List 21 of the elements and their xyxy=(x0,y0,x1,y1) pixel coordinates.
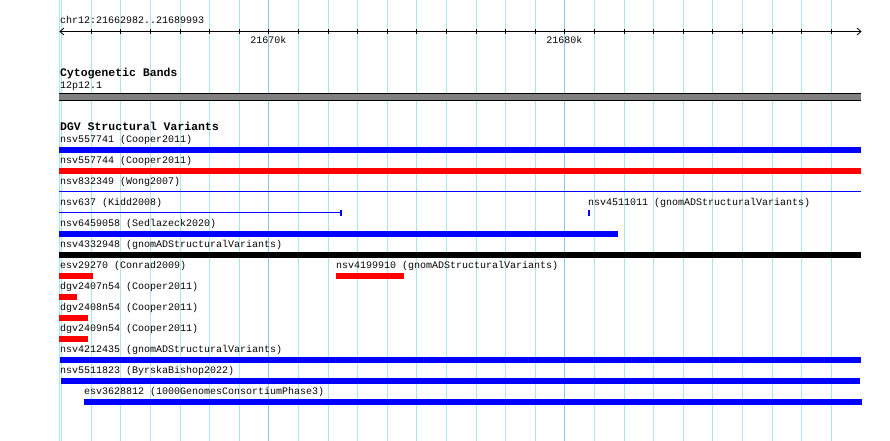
feature-label: nsv557744 (Cooper2011) xyxy=(60,156,192,167)
track-title: DGV Structural Variants xyxy=(60,121,219,134)
feature-label: esv3628812 (1000GenomesConsortiumPhase3) xyxy=(84,387,324,398)
feature-label: nsv4511011 (gnomADStructuralVariants) xyxy=(588,198,810,209)
feature-label: nsv4332948 (gnomADStructuralVariants) xyxy=(60,240,282,251)
track-title: Cytogenetic Bands xyxy=(60,66,178,80)
feature-label: 12p12.1 xyxy=(60,81,102,92)
location-label: chr12:21662982..21689993 xyxy=(60,16,204,26)
tick-label: 21680k xyxy=(546,36,582,46)
feature-label: esv29270 (Conrad2009) xyxy=(60,261,186,272)
feature-label: nsv637 (Kidd2008) xyxy=(60,198,162,209)
feature-label: dgv2408n54 (Cooper2011) xyxy=(60,303,198,314)
feature-label: dgv2409n54 (Cooper2011) xyxy=(60,324,198,335)
feature-label: nsv6459058 (Sedlazeck2020) xyxy=(60,219,216,230)
feature-label: nsv5511823 (ByrskaBishop2022) xyxy=(60,366,234,377)
feature-label: dgv2407n54 (Cooper2011) xyxy=(60,282,198,293)
feature-label: nsv557741 (Cooper2011) xyxy=(60,135,192,146)
tick-label: 21670k xyxy=(250,36,286,46)
feature-label: nsv4199910 (gnomADStructuralVariants) xyxy=(336,261,558,272)
feature-label: nsv832349 (Wong2007) xyxy=(60,177,180,188)
feature-label: nsv4212435 (gnomADStructuralVariants) xyxy=(60,345,282,356)
